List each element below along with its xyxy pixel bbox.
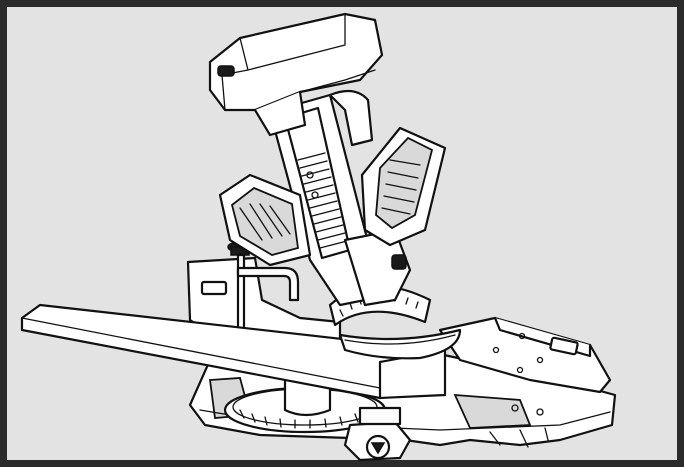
workpiece-board [20,303,447,400]
motor-housing [208,12,384,137]
battery-pack-left [218,173,312,267]
turntable [223,378,387,434]
lower-guard [338,328,462,360]
battery-pack-right [360,126,447,247]
right-fence [438,316,612,394]
handle [328,89,374,147]
miter-lock-handle [343,406,412,462]
